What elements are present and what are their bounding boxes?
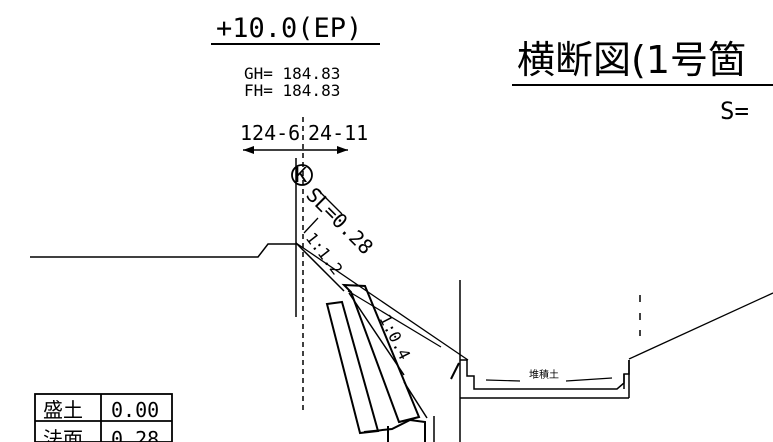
slope-guide-line (347, 290, 442, 348)
gh-label: GH= 184.83 (244, 64, 340, 83)
wall-footing-profile (363, 418, 426, 442)
scale-label: S= (720, 97, 749, 125)
k-marker-circle (291, 164, 313, 186)
offset-arrow-left-icon (243, 146, 254, 154)
sl-leader-line (317, 189, 343, 215)
drawing-title-group: 横断図(1号箇 S= (512, 38, 773, 125)
lower-cut-slope (348, 292, 405, 376)
fh-label: FH= 184.83 (244, 81, 340, 100)
offset-left-label: 124-6 (240, 121, 300, 145)
offset-arrow-right-icon (337, 146, 348, 154)
upper-cut-slope (295, 242, 345, 292)
sediment-dash-left (485, 379, 521, 382)
road-gutter-profile (460, 359, 630, 390)
top-annotation-group: +10.0(EP) GH= 184.83 FH= 184.83 124-6 24… (211, 13, 380, 410)
existing-ground-right (628, 292, 773, 360)
k-marker-letter: K (295, 163, 307, 187)
existing-ground-left (30, 243, 296, 258)
terrain-and-road-section: 堆積土 (30, 242, 773, 442)
quantity-table: 盛土 0.00 法面 0.28 (34, 393, 173, 442)
footing-inner-line (403, 381, 428, 419)
table-row-2-name: 法面 (43, 427, 83, 442)
sl-leader-tick (303, 217, 319, 234)
offset-right-label: 24-11 (308, 121, 368, 145)
left-curb-top (450, 362, 460, 380)
station-label: +10.0(EP) (216, 13, 362, 44)
table-row-2-value: 0.28 (111, 427, 159, 442)
quantity-table-border (34, 393, 173, 442)
sediment-dash-right (565, 377, 613, 382)
sediment-label: 堆積土 (529, 368, 559, 381)
table-row-1-value: 0.00 (111, 398, 159, 422)
table-row-1-name: 盛土 (43, 398, 83, 422)
existing-slope-line (295, 242, 469, 361)
drawing-title: 横断図(1号箇 (517, 38, 746, 82)
